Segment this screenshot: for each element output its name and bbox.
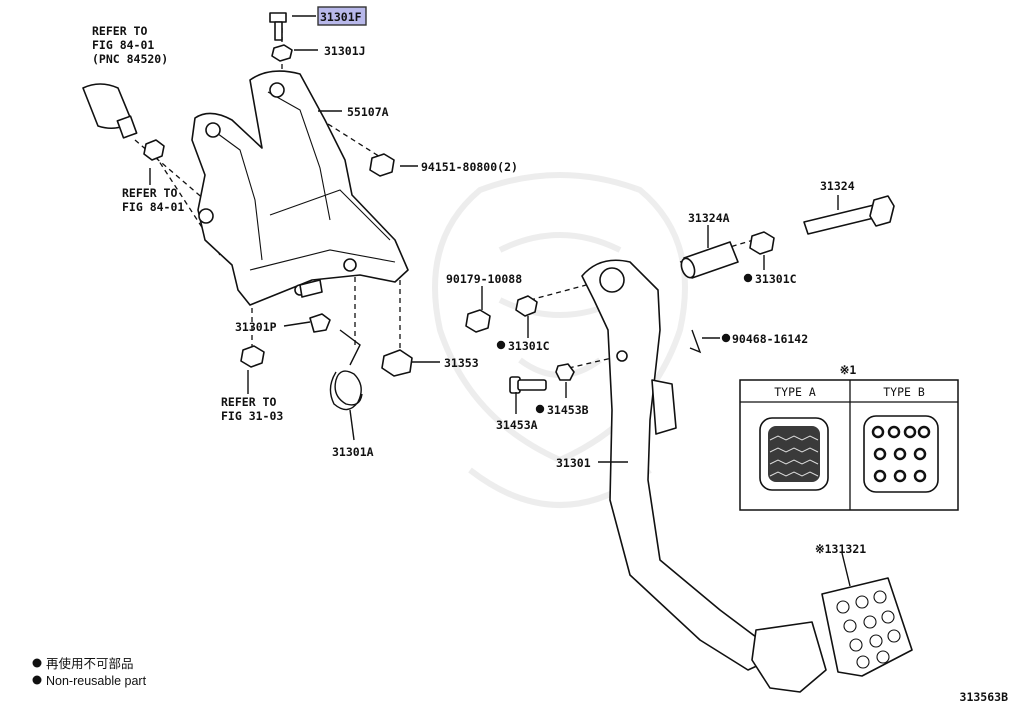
label-31301p[interactable]: 31301P xyxy=(235,320,277,334)
bushing-31324a xyxy=(680,241,739,279)
svg-text:FIG 84-01: FIG 84-01 xyxy=(92,38,154,52)
nut-31301j xyxy=(271,44,293,62)
non-reusable-legend: 再使用不可部品 Non-reusable part xyxy=(32,656,147,688)
non-reusable-dot xyxy=(743,273,753,283)
pedal-pad-31321 xyxy=(821,577,913,677)
label-90179-10088[interactable]: 90179-10088 xyxy=(446,272,522,286)
label-31353[interactable]: 31353 xyxy=(444,356,479,370)
nut-31301c-right xyxy=(749,231,775,255)
refer-note-middle: REFER TO FIG 84-01 xyxy=(122,186,184,214)
clutch-pedal-arm-31301 xyxy=(581,259,827,693)
nut-90179 xyxy=(465,309,491,333)
svg-text:REFER TO: REFER TO xyxy=(122,186,177,200)
cushion-31353 xyxy=(381,349,413,377)
clutch-switch-part xyxy=(82,83,165,161)
nut-31301c-left xyxy=(515,295,538,317)
non-reusable-dot xyxy=(496,340,506,350)
legend-box-mark: ※1 xyxy=(840,363,857,377)
type-b-pad-illustration xyxy=(863,415,939,493)
svg-text:REFER TO: REFER TO xyxy=(221,395,276,409)
pin-31453a xyxy=(509,376,547,394)
svg-text:FIG 84-01: FIG 84-01 xyxy=(122,200,184,214)
label-31301[interactable]: 31301 xyxy=(556,456,591,470)
label-31321[interactable]: ※131321 xyxy=(815,542,866,556)
clip-31301p xyxy=(309,313,331,333)
type-b-header: TYPE B xyxy=(883,385,925,399)
label-31301c-left[interactable]: 31301C xyxy=(508,339,550,353)
pad-type-legend-box: TYPE A TYPE B xyxy=(739,379,959,511)
non-reusable-dot xyxy=(535,404,545,414)
clip-90468 xyxy=(689,329,702,354)
svg-text:(PNC 84520): (PNC 84520) xyxy=(92,52,168,66)
bolt-31324 xyxy=(803,195,895,235)
label-31453a[interactable]: 31453A xyxy=(496,418,538,432)
label-31324[interactable]: 31324 xyxy=(820,179,855,193)
label-31324a[interactable]: 31324A xyxy=(688,211,730,225)
label-31301c-right[interactable]: 31301C xyxy=(755,272,797,286)
refer-note-bottom: REFER TO FIG 31-03 xyxy=(221,395,283,423)
refer-note-top: REFER TO FIG 84-01 (PNC 84520) xyxy=(92,24,168,66)
legend-line-english: Non-reusable part xyxy=(46,674,147,688)
callout-leader-lines xyxy=(149,15,851,587)
label-highlight-box xyxy=(317,6,367,26)
svg-text:REFER TO: REFER TO xyxy=(92,24,147,38)
clip-31453b xyxy=(555,363,575,381)
non-reusable-dot xyxy=(721,333,731,343)
type-a-pad-illustration xyxy=(759,417,829,491)
spring-31301a xyxy=(329,329,363,411)
bolt-31301f xyxy=(269,12,287,41)
label-31301j[interactable]: 31301J xyxy=(324,44,366,58)
nut-94151 xyxy=(369,153,395,177)
label-94151-80800[interactable]: 94151-80800(2) xyxy=(421,160,518,174)
label-90468-16142[interactable]: 90468-16142 xyxy=(732,332,808,346)
legend-line-japanese: 再使用不可部品 xyxy=(46,656,134,671)
nut-lower-left xyxy=(240,345,265,368)
type-a-header: TYPE A xyxy=(774,385,816,399)
svg-text:FIG 31-03: FIG 31-03 xyxy=(221,409,283,423)
diagram-number: 313563B xyxy=(960,690,1009,704)
label-31453b[interactable]: 31453B xyxy=(547,403,589,417)
label-31301a[interactable]: 31301A xyxy=(332,445,374,459)
label-31301f[interactable]: 31301F xyxy=(320,10,362,24)
pedal-bracket-55107a xyxy=(191,70,409,306)
label-55107a[interactable]: 55107A xyxy=(347,105,389,119)
